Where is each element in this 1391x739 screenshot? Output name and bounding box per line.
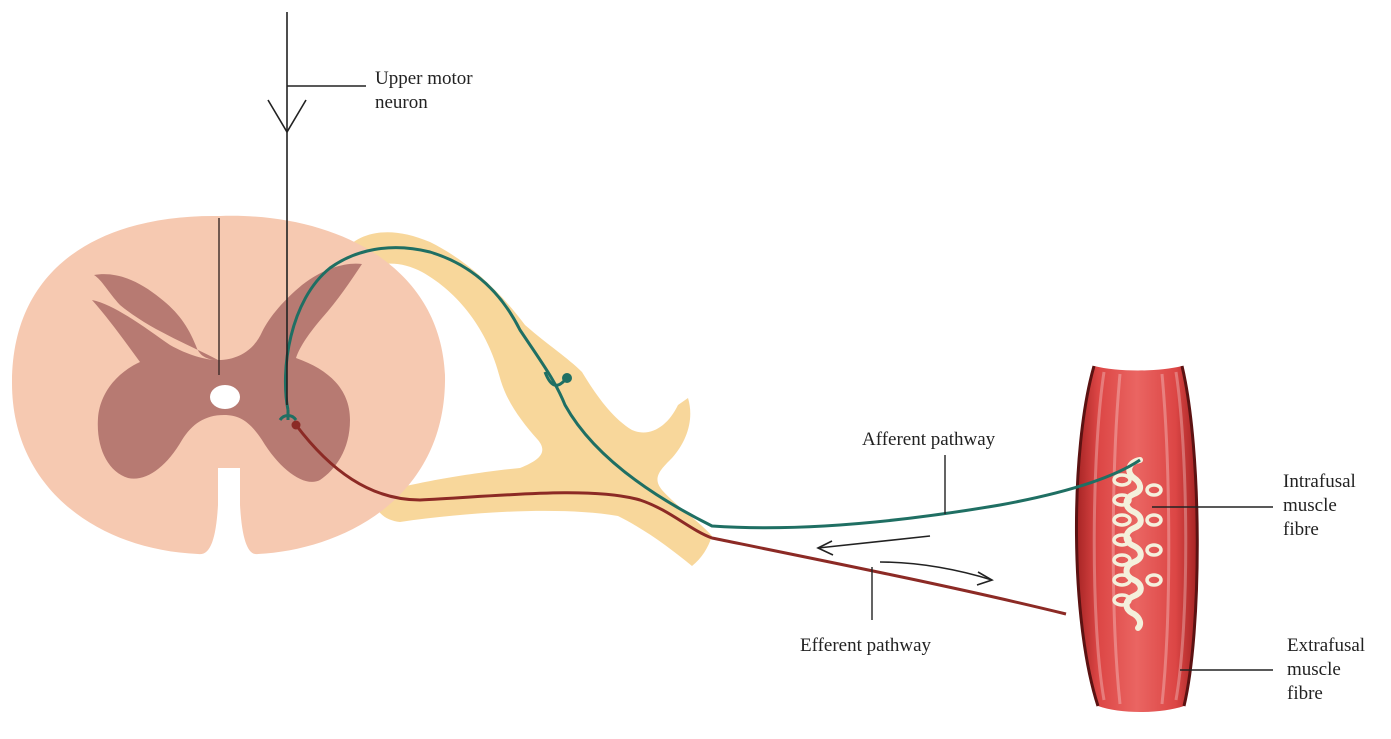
ganglion-branch <box>543 371 567 387</box>
label-afferent-pathway: Afferent pathway <box>862 429 996 450</box>
efferent-pathway-line <box>294 424 1067 616</box>
afferent-branch <box>278 410 298 421</box>
muscle-striations <box>1092 371 1188 705</box>
intrafusal-fibre <box>1123 457 1144 631</box>
efferent-direction-arrow <box>879 561 994 586</box>
nerve-root <box>340 232 712 566</box>
label-upper-motor-neuron-1: Upper motor <box>375 68 473 89</box>
label-intrafusal-3: fibre <box>1283 519 1319 540</box>
intrafusal-coils <box>1112 473 1163 607</box>
label-extrafusal-1: Extrafusal <box>1287 635 1365 656</box>
label-extrafusal-2: muscle <box>1287 659 1341 680</box>
upper-motor-neuron-arrowhead <box>267 99 307 134</box>
efferent-cell-body <box>291 420 301 430</box>
label-intrafusal-2: muscle <box>1283 495 1337 516</box>
label-upper-motor-neuron-2: neuron <box>375 92 428 113</box>
label-extrafusal-3: fibre <box>1287 683 1323 704</box>
central-canal <box>210 385 240 409</box>
extrafusal-muscle <box>1076 366 1198 712</box>
ganglion-cell-body <box>562 373 572 383</box>
afferent-pathway-line <box>283 246 1141 530</box>
label-efferent-pathway: Efferent pathway <box>800 635 932 656</box>
label-intrafusal-1: Intrafusal <box>1283 471 1356 492</box>
muscle-edge-highlights <box>1074 365 1199 707</box>
afferent-direction-arrow <box>816 535 931 556</box>
